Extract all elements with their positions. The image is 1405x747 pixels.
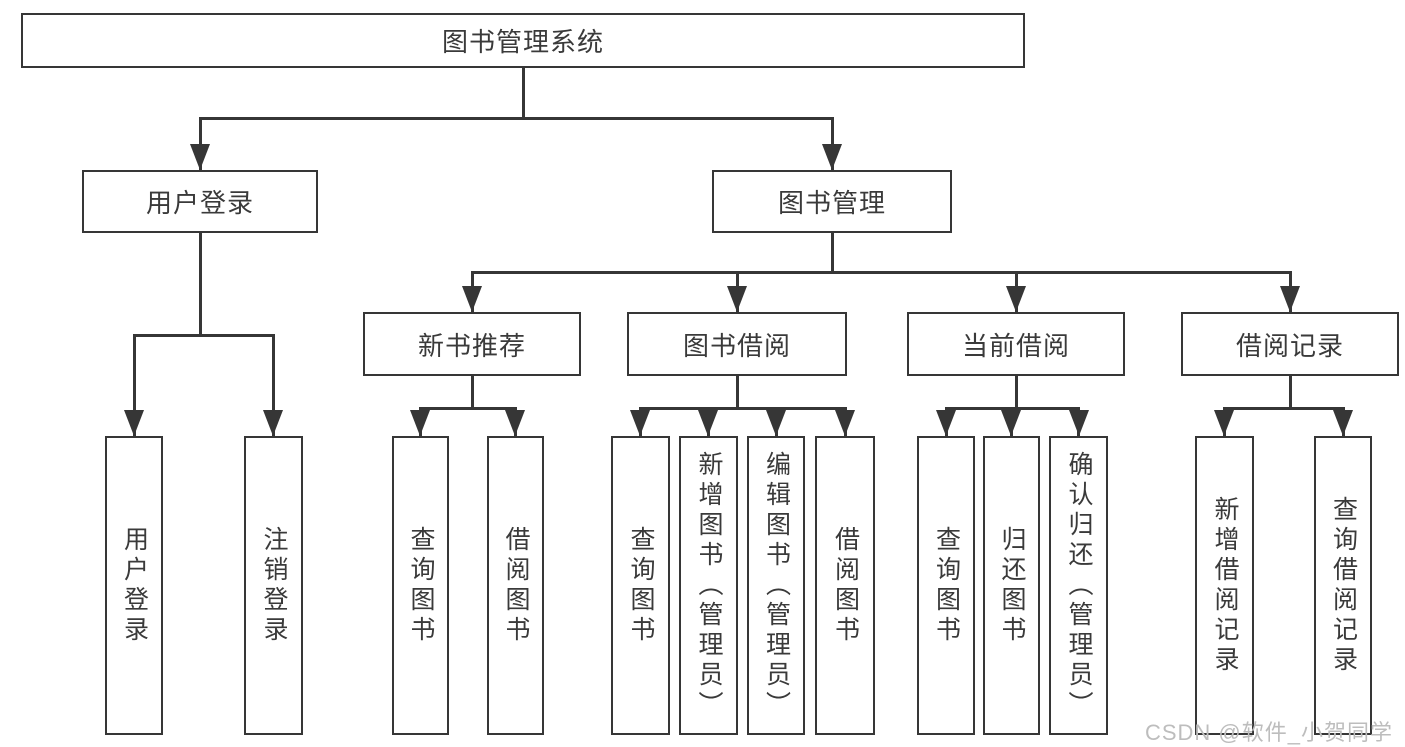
connector-branch <box>1222 406 1345 410</box>
connector-branch <box>418 406 517 410</box>
node-label: 新增借阅记录 <box>1211 495 1239 676</box>
node-label: 编辑图书（管理员） <box>762 450 791 721</box>
connector-arrow <box>1333 408 1353 436</box>
node-borrow-books-borrowing: 借阅图书 <box>815 436 875 735</box>
node-query-books-borrowing: 查询图书 <box>611 436 670 735</box>
connector-arrow <box>766 408 786 436</box>
node-label: 查询图书 <box>407 525 435 646</box>
connector-arrow <box>630 408 650 436</box>
connector-branch <box>198 116 834 120</box>
node-book-management: 图书管理 <box>712 170 952 233</box>
node-label: 用户登录 <box>145 188 254 218</box>
node-label: 图书管理系统 <box>441 27 604 57</box>
node-label: 借阅图书 <box>502 525 530 646</box>
node-label: 注销登录 <box>260 525 288 646</box>
connector-arrow <box>1006 272 1026 312</box>
node-label: 图书管理 <box>777 188 886 218</box>
connector-stem <box>735 376 739 408</box>
connector-arrow <box>1214 408 1234 436</box>
node-label: 新书推荐 <box>417 330 526 361</box>
node-label: 借阅图书 <box>831 525 860 646</box>
connector-arrow <box>410 408 430 436</box>
connector-branch <box>638 406 847 410</box>
node-label: 归还图书 <box>998 525 1026 646</box>
connector-stem <box>521 68 525 118</box>
connector-arrow <box>190 118 210 170</box>
node-label: 查询借阅记录 <box>1329 495 1358 676</box>
node-label: 查询图书 <box>932 525 961 646</box>
connector-arrow <box>1001 408 1021 436</box>
connector-arrow <box>124 335 144 436</box>
node-label: 用户登录 <box>120 525 149 646</box>
node-new-book-recommend: 新书推荐 <box>363 312 581 376</box>
node-add-borrow-record: 新增借阅记录 <box>1195 436 1254 735</box>
connector-stem <box>1288 376 1292 408</box>
connector-arrow <box>1068 408 1089 436</box>
node-query-borrow-record: 查询借阅记录 <box>1314 436 1372 735</box>
connector-branch <box>132 333 275 337</box>
node-confirm-return-admin: 确认归还（管理员） <box>1049 436 1108 735</box>
connector-arrow <box>462 272 482 312</box>
connector-arrow <box>263 335 283 436</box>
node-user-login-leaf: 用户登录 <box>105 436 163 735</box>
node-query-books-recommend: 查询图书 <box>392 436 449 735</box>
node-book-management-system: 图书管理系统 <box>21 13 1025 68</box>
connector-stem <box>830 233 834 272</box>
connector-stem <box>198 233 202 335</box>
connector-arrow <box>727 272 747 312</box>
node-label: 新增图书（管理员） <box>695 450 723 721</box>
connector-arrow <box>1280 272 1300 312</box>
node-borrow-books-recommend: 借阅图书 <box>487 436 544 735</box>
node-current-borrowing: 当前借阅 <box>907 312 1125 376</box>
node-return-books: 归还图书 <box>983 436 1040 735</box>
connector-branch <box>470 270 1292 274</box>
node-borrowing-records: 借阅记录 <box>1181 312 1399 376</box>
node-user-login: 用户登录 <box>82 170 318 233</box>
node-label: 图书借阅 <box>682 330 791 361</box>
watermark: CSDN @软件_小贺同学 <box>1144 720 1393 745</box>
node-book-borrowing: 图书借阅 <box>627 312 847 376</box>
connector-arrow <box>835 408 855 436</box>
node-add-books-admin: 新增图书（管理员） <box>679 436 738 735</box>
connector-arrow <box>505 408 525 436</box>
node-label: 确认归还（管理员） <box>1065 450 1093 721</box>
connector-arrow <box>822 118 842 170</box>
node-logout: 注销登录 <box>244 436 303 735</box>
node-edit-books-admin: 编辑图书（管理员） <box>747 436 805 735</box>
node-label: 借阅记录 <box>1235 330 1344 361</box>
connector-arrow <box>698 408 718 436</box>
connector-stem <box>1014 376 1018 408</box>
node-label: 查询图书 <box>627 525 655 646</box>
node-label: 当前借阅 <box>961 330 1070 361</box>
connector-stem <box>470 376 474 408</box>
node-query-books-current: 查询图书 <box>917 436 975 735</box>
connector-arrow <box>936 408 956 436</box>
